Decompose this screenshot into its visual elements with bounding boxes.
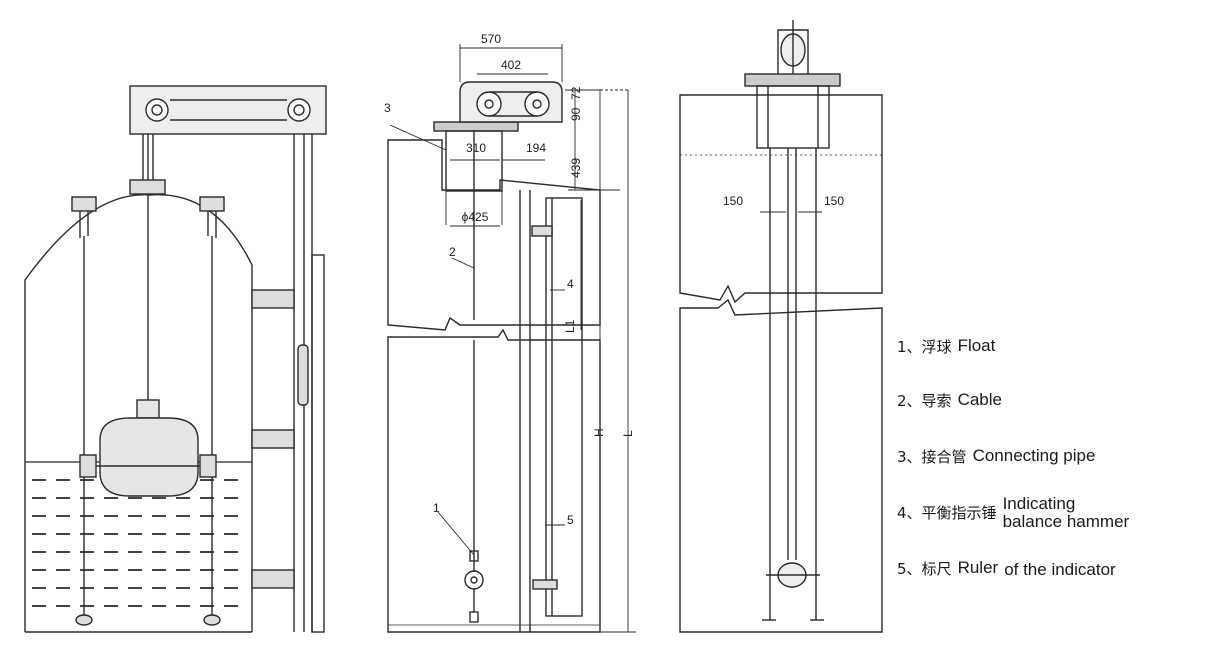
legend-chinese: 浮球 bbox=[921, 338, 952, 356]
dim-phi425: ϕ425 bbox=[462, 210, 489, 224]
legend-english: Indicating bbox=[1002, 494, 1076, 513]
dim-439: 439 bbox=[569, 158, 583, 178]
legend-number: 4、 bbox=[897, 504, 922, 522]
legend-english: Connecting pipe bbox=[972, 446, 1096, 465]
legend-number: 2、 bbox=[897, 392, 922, 410]
callout-4: 4 bbox=[567, 277, 574, 291]
installation-side-view bbox=[387, 44, 636, 633]
legend-chinese: 标尺 bbox=[921, 560, 952, 578]
legend-chinese: 导索 bbox=[921, 392, 952, 410]
legend-item-balance-hammer: 4、 平衡指示锤 Indicating balance hammer bbox=[897, 494, 1129, 531]
dim-310: 310 bbox=[466, 141, 486, 155]
dim-90: 90 bbox=[569, 107, 583, 121]
callout-5: 5 bbox=[567, 513, 574, 527]
legend-item-float: 1、 浮球 Float bbox=[897, 336, 995, 357]
legend-chinese: 接合管 bbox=[921, 448, 967, 466]
dim-150-left: 150 bbox=[723, 194, 743, 208]
dim-H: H bbox=[592, 428, 606, 437]
callout-3: 3 bbox=[384, 101, 391, 115]
legend-number: 3、 bbox=[897, 448, 922, 466]
installation-front-view bbox=[679, 20, 883, 633]
legend-chinese: 平衡指示锤 bbox=[921, 504, 997, 522]
dim-150-right: 150 bbox=[824, 194, 844, 208]
legend-item-connecting-pipe: 3、 接合管 Connecting pipe bbox=[897, 446, 1095, 467]
tank-elevation-view bbox=[24, 85, 327, 633]
legend-english-line2: balance hammer bbox=[1002, 512, 1130, 531]
dim-570: 570 bbox=[481, 32, 501, 46]
callout-2: 2 bbox=[449, 245, 456, 259]
callout-1: 1 bbox=[433, 501, 440, 515]
dim-72: 72 bbox=[569, 86, 583, 100]
legend-item-cable: 2、 导索 Cable bbox=[897, 390, 1002, 411]
dim-L1: L1 bbox=[563, 319, 577, 333]
dim-194: 194 bbox=[526, 141, 546, 155]
legend-number: 5、 bbox=[897, 560, 922, 578]
legend-number: 1、 bbox=[897, 338, 922, 356]
legend-english-line2: of the indicator bbox=[1004, 560, 1116, 579]
dim-402: 402 bbox=[501, 58, 521, 72]
legend-item-ruler: 5、 标尺 Ruler of the indicator bbox=[897, 558, 1116, 579]
legend-english: Cable bbox=[957, 390, 1002, 409]
dim-L: L bbox=[621, 430, 635, 437]
legend-english: Float bbox=[957, 336, 996, 355]
legend-english: Ruler bbox=[957, 558, 999, 577]
